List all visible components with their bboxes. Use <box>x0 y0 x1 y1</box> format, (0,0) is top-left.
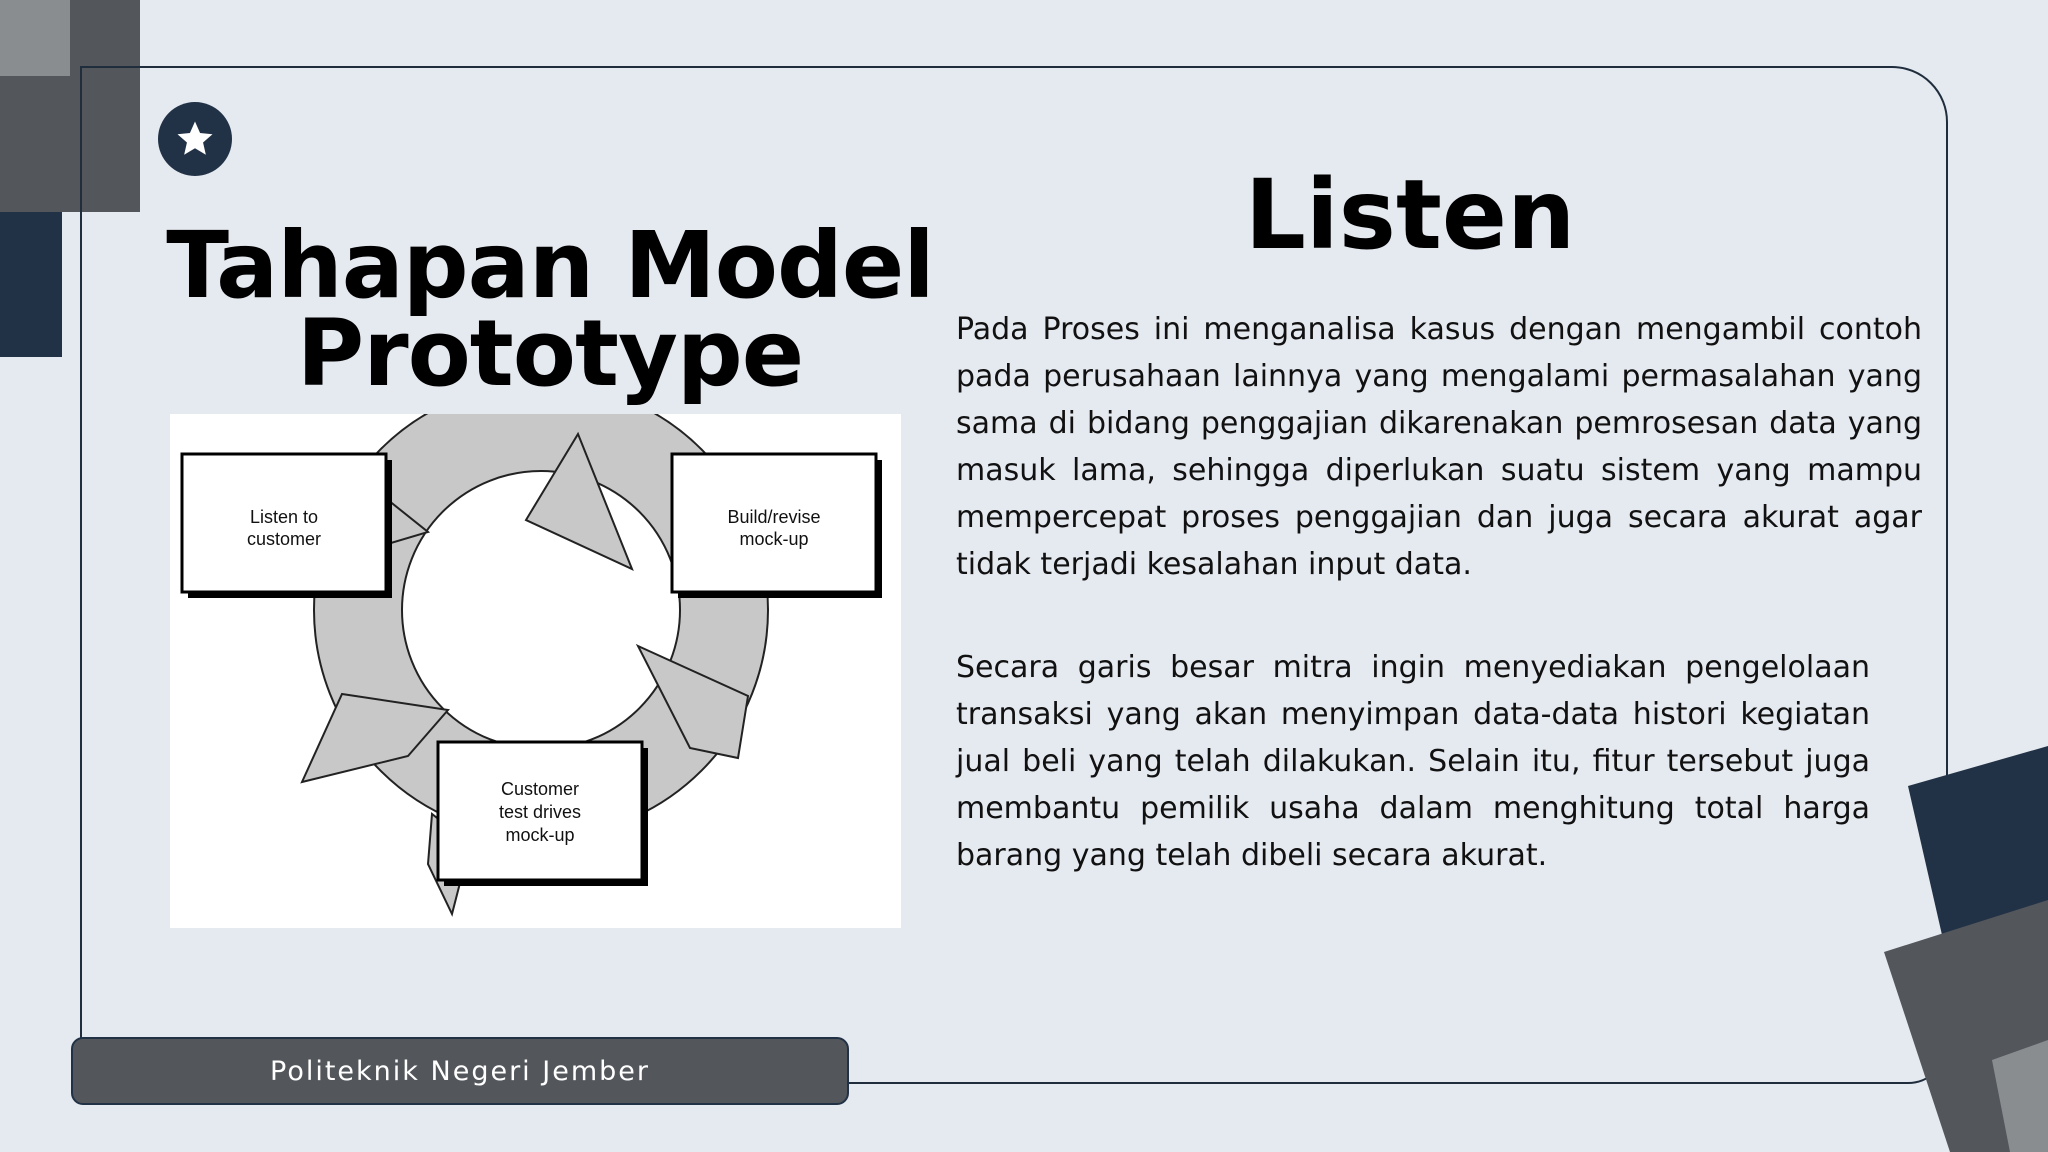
section-title: Listen <box>1244 159 1576 271</box>
box-test <box>436 740 644 882</box>
cycle-arrow-right <box>635 643 750 760</box>
content-frame <box>80 66 1948 1084</box>
footer-label: Politeknik Negeri Jember <box>270 1055 650 1087</box>
box-test-line2: test drives <box>499 802 581 822</box>
paragraph-listen: Pada Proses ini menganalisa kasus dengan… <box>956 312 1922 582</box>
box-test-line3: mock-up <box>505 825 574 845</box>
box-test-line1: Customer <box>501 779 579 799</box>
slide-title: Tahapan Model Prototype <box>150 220 950 400</box>
box-listen <box>180 452 388 594</box>
box-build-line1: Build/revise <box>727 507 820 527</box>
box-listen-line1: Listen to <box>250 507 318 527</box>
footer-bar: Politeknik Negeri Jember <box>71 1037 849 1105</box>
cycle-arrow-top-right <box>524 431 634 571</box>
box-build <box>670 452 878 594</box>
corner-block-navy-left <box>0 205 62 357</box>
corner-block-lightgray-left <box>0 0 70 76</box>
title-line-2: Prototype <box>296 300 804 407</box>
corner-blocks-right <box>1884 746 2048 1152</box>
prototype-cycle-diagram: Listen to customer Build/revise mock-up … <box>170 414 901 928</box>
title-line-1: Tahapan Model <box>166 212 935 319</box>
star-badge <box>158 102 232 176</box>
box-build-line2: mock-up <box>739 529 808 549</box>
box-listen-line2: customer <box>247 529 321 549</box>
star-icon <box>177 121 213 155</box>
paragraph-summary: Secara garis besar mitra ingin menyediak… <box>956 650 1870 873</box>
cycle-arrow-bottom-left <box>300 692 450 784</box>
